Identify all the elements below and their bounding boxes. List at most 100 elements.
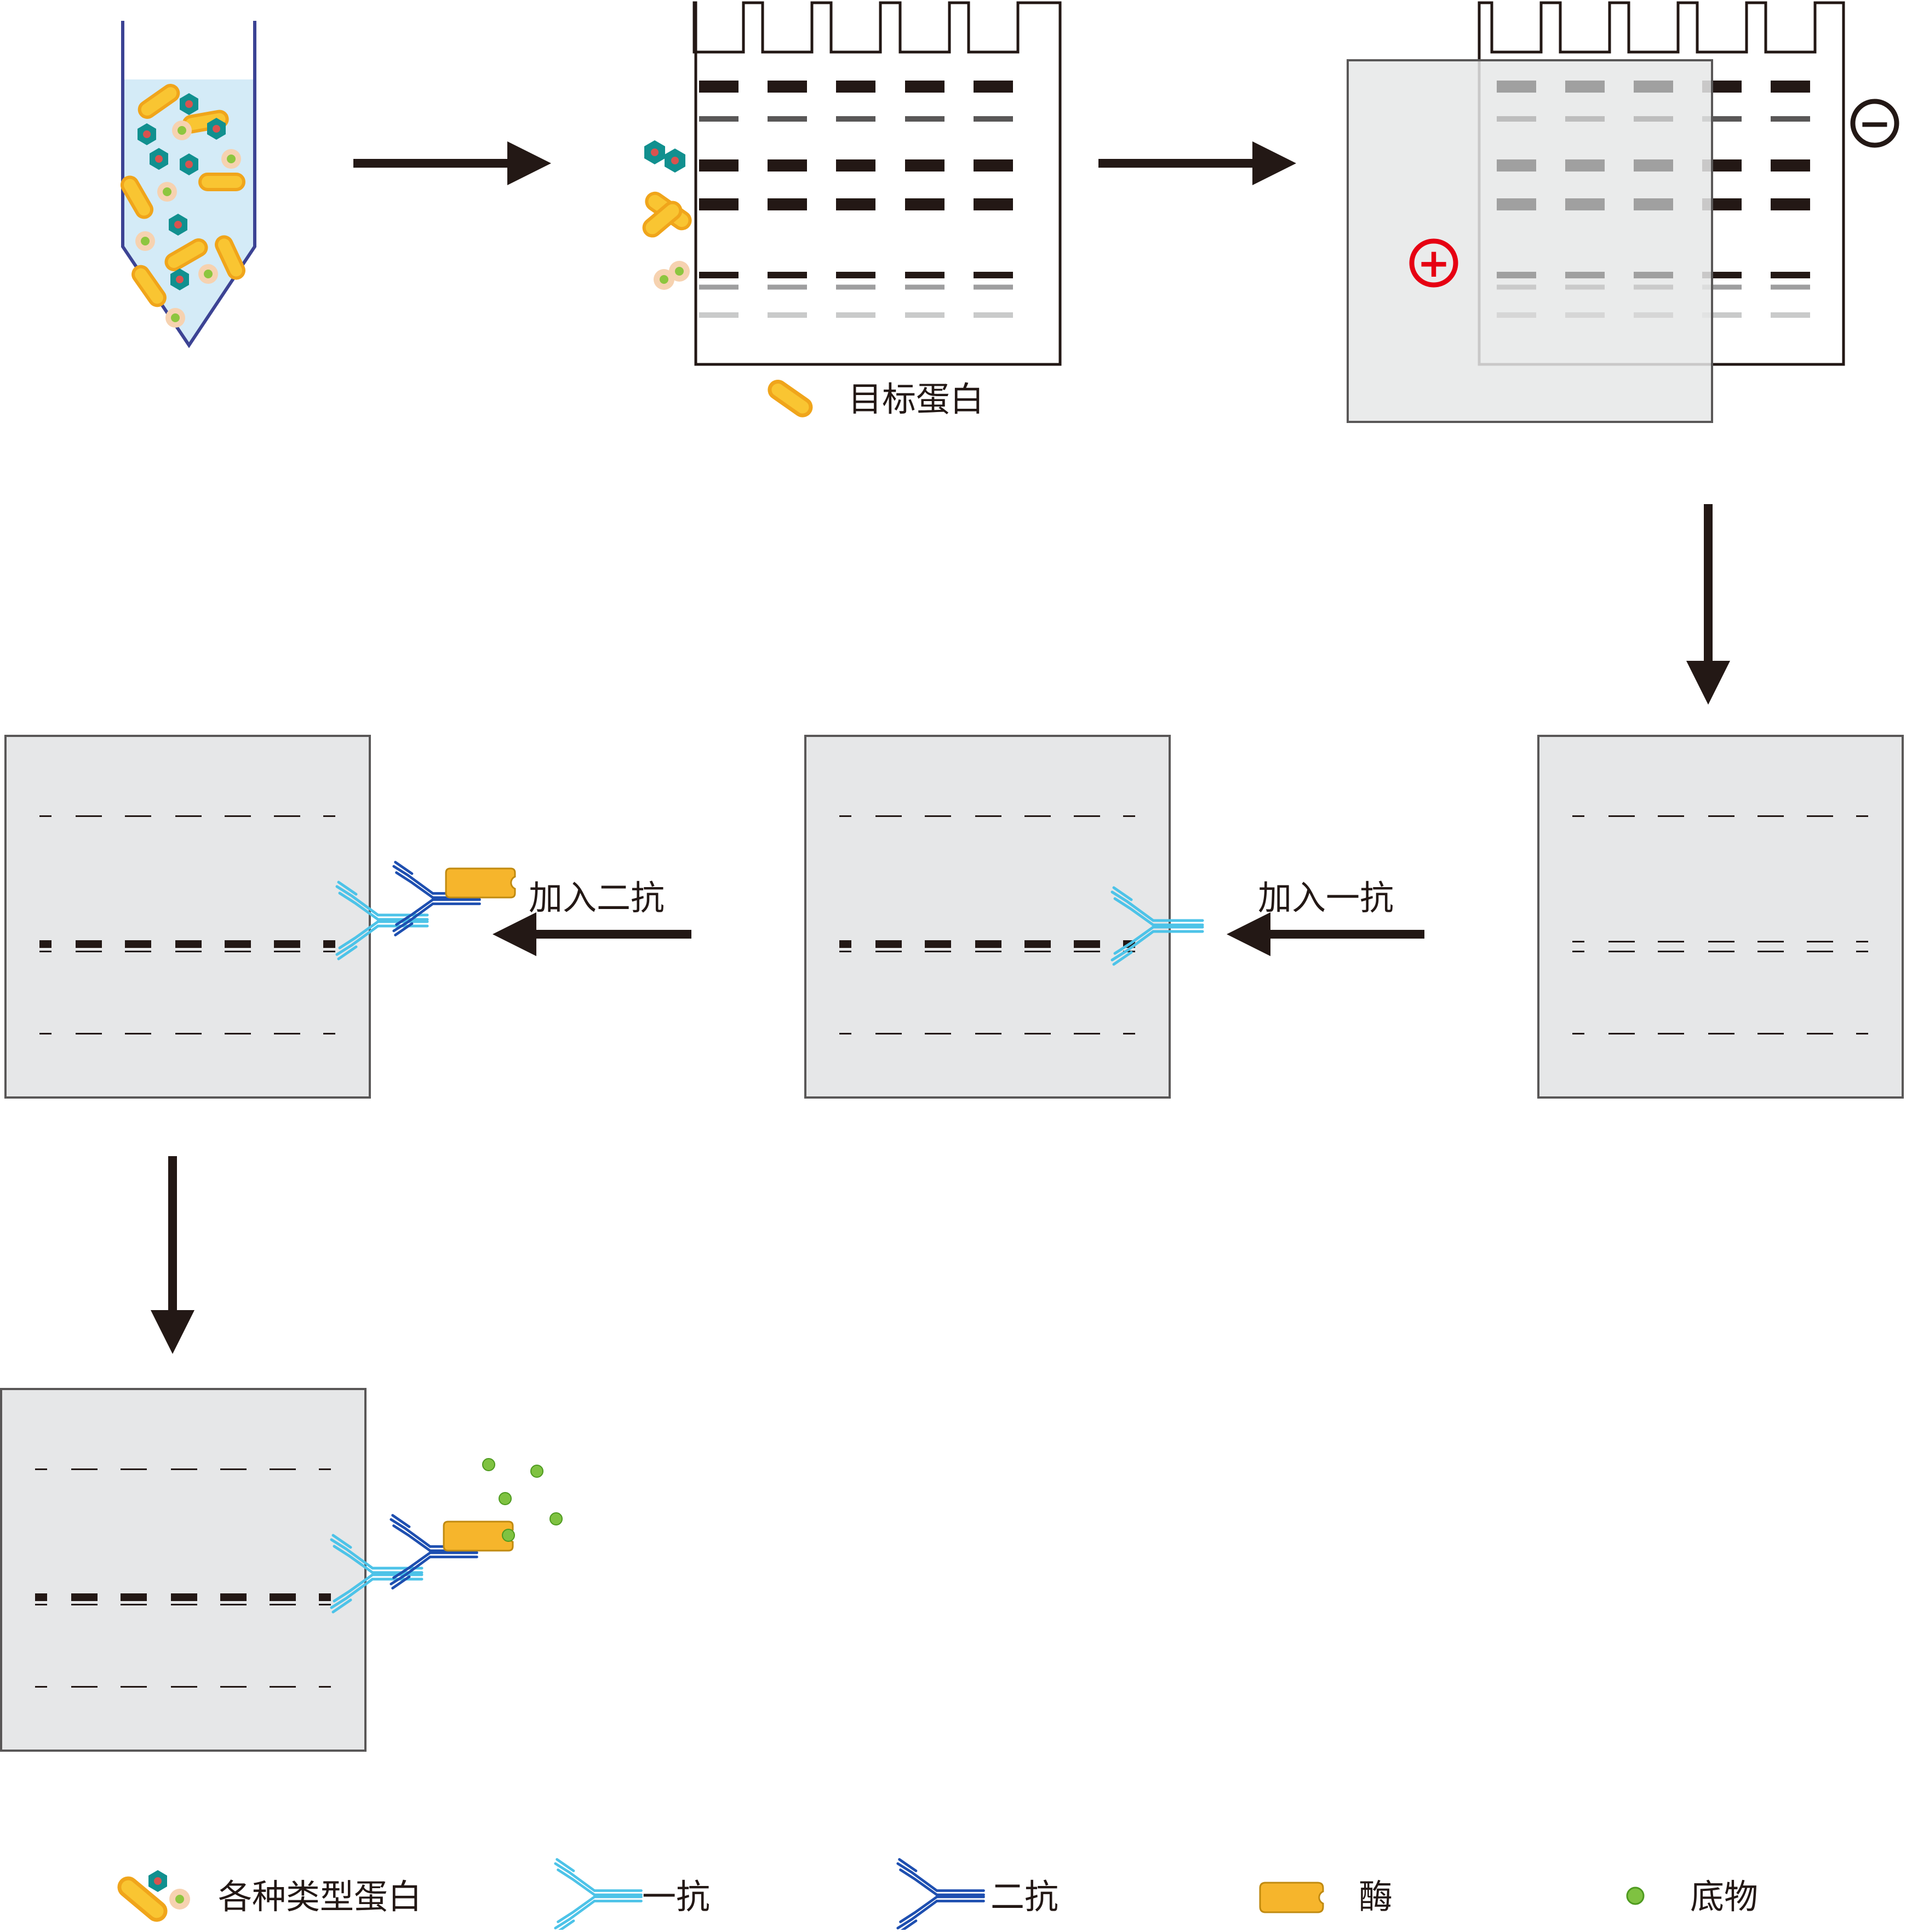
substrate-dots (482, 1458, 563, 1542)
transferred-band (1634, 312, 1673, 318)
legend-primary-antibody-icon (554, 1858, 643, 1932)
membrane-band (220, 1604, 247, 1605)
transferred-band (1565, 312, 1605, 318)
transferred-band (1565, 116, 1605, 122)
membrane-band (925, 815, 951, 817)
legend-secondary-antibody-icon (896, 1858, 985, 1932)
membrane-band (220, 1686, 247, 1688)
gel-band (836, 312, 875, 318)
target-band (925, 940, 951, 948)
target-protein-icon (198, 173, 245, 191)
round-protein-icon (135, 231, 155, 251)
target-protein-icon (131, 265, 167, 307)
hexagon-protein-icon (150, 148, 168, 170)
target-protein-icon (215, 235, 245, 280)
transferred-band (1497, 312, 1536, 318)
transferred-band (1497, 81, 1536, 93)
membrane-band (1608, 815, 1635, 817)
target-band (121, 1593, 147, 1601)
membrane-band (76, 951, 102, 952)
membrane-band (175, 815, 202, 817)
membrane-band (1024, 951, 1051, 952)
membrane-band (1807, 1033, 1833, 1034)
target-band (125, 940, 151, 948)
gel-band (768, 272, 807, 278)
membrane-band (875, 1033, 902, 1034)
membrane-band (875, 951, 902, 952)
gel-band (699, 159, 739, 172)
membrane-band (1123, 1033, 1135, 1034)
target-band (319, 1593, 331, 1601)
legend-enzyme-label: 酶 (1359, 1877, 1393, 1917)
gel-band (699, 81, 739, 93)
gel-band (1771, 272, 1810, 278)
gel-band (768, 198, 807, 210)
target-protein-label: 目标蛋白 (848, 379, 984, 419)
gel-band (905, 159, 944, 172)
hexagon-protein-icon (169, 214, 187, 236)
gel-band (974, 198, 1013, 210)
membrane-band (220, 1468, 247, 1470)
membrane-primary-bound (804, 735, 1171, 1099)
target-band (175, 940, 202, 948)
gel-band (1771, 159, 1810, 172)
gel-band (768, 312, 807, 318)
membrane-band (875, 815, 902, 817)
membrane-band (35, 1604, 47, 1605)
gel-band (974, 272, 1013, 278)
sample-tube (121, 21, 256, 348)
membrane-band (274, 951, 300, 952)
membrane-band (39, 1033, 51, 1034)
membrane-band (270, 1686, 296, 1688)
negative-electrode-icon: − (1850, 99, 1899, 148)
membrane-band (274, 815, 300, 817)
transferred-band (1634, 284, 1673, 290)
gel-band (836, 116, 875, 122)
gel-band (1771, 198, 1810, 210)
membrane-band (1074, 815, 1100, 817)
membrane-band (71, 1468, 98, 1470)
membrane-secondary-bound (4, 735, 371, 1099)
target-protein-icon (768, 380, 813, 418)
transfer-membrane (1347, 59, 1713, 423)
transfer-setup: + − (1347, 1, 1899, 423)
membrane-band (1856, 951, 1868, 952)
membrane-band (975, 815, 1001, 817)
legend-proteins-icon (117, 1870, 190, 1922)
membrane-band (76, 815, 102, 817)
membrane-band (1758, 951, 1784, 952)
membrane-band (1708, 1033, 1734, 1034)
membrane-band (125, 815, 151, 817)
target-band (274, 940, 300, 948)
target-band (171, 1593, 197, 1601)
gel-band (974, 159, 1013, 172)
membrane-band (39, 951, 51, 952)
target-band (220, 1593, 247, 1601)
membrane-band (1807, 815, 1833, 817)
membrane-band (925, 951, 951, 952)
legend-substrate-label: 底物 (1690, 1877, 1758, 1917)
transferred-bands (1497, 81, 1673, 318)
membrane-band (1708, 941, 1734, 942)
legend-substrate-icon (1626, 1887, 1645, 1905)
round-protein-icon (221, 149, 241, 169)
target-band (1074, 940, 1100, 948)
gel-band (905, 272, 944, 278)
membrane-band (71, 1686, 98, 1688)
membrane-band (1758, 941, 1784, 942)
gel-band (699, 312, 739, 318)
transferred-band (1497, 198, 1536, 210)
transferred-band (1497, 284, 1536, 290)
membrane-band (1658, 1033, 1684, 1034)
membrane-band (1708, 815, 1734, 817)
target-band (875, 940, 902, 948)
membrane-band (35, 1468, 47, 1470)
membrane-band (925, 1033, 951, 1034)
membrane-band (1856, 1033, 1868, 1034)
transferred-band (1565, 272, 1605, 278)
target-band (1024, 940, 1051, 948)
gel-band (974, 81, 1013, 93)
gel-band (1702, 284, 1742, 290)
